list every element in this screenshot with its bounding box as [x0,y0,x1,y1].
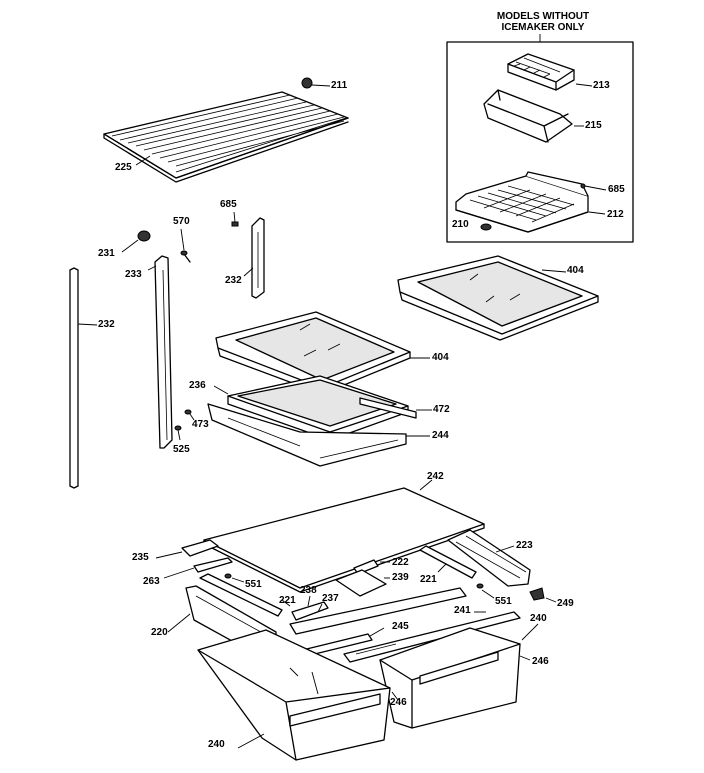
callout-404-right: 404 [567,265,584,276]
callout-242: 242 [427,471,444,482]
callout-473: 473 [192,419,209,430]
callout-263: 263 [143,576,160,587]
rail-223 [447,529,531,587]
crisper-pan-right [379,627,521,729]
channel-238 [291,601,329,621]
glass-shelf-right [397,255,599,341]
callout-246-right: 246 [532,656,549,667]
clip-249 [529,587,545,601]
callout-249: 249 [557,598,574,609]
slide-221-right [419,545,477,579]
callout-246-mid: 246 [390,697,407,708]
callout-210: 210 [452,219,469,230]
callout-241: 241 [454,605,471,616]
callout-212: 212 [607,209,624,220]
callout-551-left: 551 [245,579,262,590]
callout-215: 215 [585,120,602,131]
callout-223: 223 [516,540,533,551]
channel-237 [289,587,467,635]
callout-238: 238 [300,585,317,596]
callout-525: 525 [173,444,190,455]
callout-245: 245 [392,621,409,632]
knob-211 [301,77,313,89]
callout-239: 239 [392,572,409,583]
inset-header-line-1: MODELS WITHOUT [496,11,590,22]
callout-551-right: 551 [495,596,512,607]
callout-211: 211 [331,80,348,91]
callout-222: 222 [392,557,409,568]
wire-shelf [103,91,349,183]
callout-221-mid: 221 [279,595,296,606]
rail-241 [343,611,521,663]
bracket-239 [335,569,387,597]
inset-header-line-2: ICEMAKER ONLY [501,22,585,33]
callout-235: 235 [132,552,149,563]
callout-225: 225 [115,162,132,173]
bracket-235 [181,539,219,557]
callout-236: 236 [189,380,206,391]
shelf-ladder-232-right [251,217,265,299]
shelf-ladder-232-left [69,267,79,489]
callout-221-right: 221 [420,574,437,585]
callout-231: 231 [98,248,115,259]
callout-213: 213 [593,80,610,91]
ice-bin-shelf [455,171,589,233]
callout-570: 570 [173,216,190,227]
slide-221-mid [199,573,283,617]
callout-404-mid: 404 [432,352,449,363]
ice-bucket [483,89,573,143]
ice-tray [507,53,575,91]
track-244 [207,403,407,467]
callout-240-right: 240 [530,613,547,624]
callout-240-bottom: 240 [208,739,225,750]
cap-231 [137,230,151,242]
callout-237: 237 [322,593,339,604]
callout-685-inset: 685 [608,184,625,195]
callout-220: 220 [151,627,168,638]
callout-232-mid: 232 [225,275,242,286]
crisper-pan-left [197,629,391,761]
inset-header: MODELS WITHOUT ICEMAKER ONLY [488,11,598,33]
shelf-ladder-233 [154,255,173,449]
frame-472 [359,397,417,419]
callout-232-left: 232 [98,319,115,330]
callout-472: 472 [433,404,450,415]
callout-244: 244 [432,430,449,441]
callout-685: 685 [220,199,237,210]
callout-233: 233 [125,269,142,280]
bracket-263 [193,557,233,573]
